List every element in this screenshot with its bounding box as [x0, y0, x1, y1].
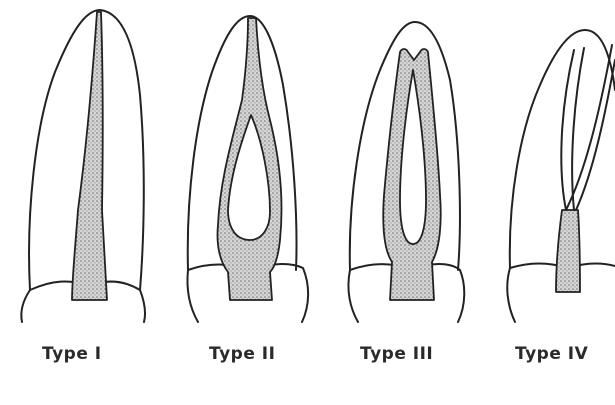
- canal-iv-right-branch-inner: [576, 60, 615, 210]
- tooth-i-base-left: [21, 290, 30, 322]
- tooth-type-iv: [507, 30, 615, 322]
- pulp-canal-iv: [556, 210, 580, 292]
- label-type-ii: Type II: [209, 344, 275, 364]
- tooth-iv-base-left: [507, 268, 515, 322]
- pulp-canal-i: [72, 12, 107, 300]
- tooth-type-ii: [187, 16, 308, 322]
- label-type-iv: Type IV: [515, 344, 588, 364]
- label-type-i: Type I: [42, 344, 102, 364]
- tooth-ii-base-left: [187, 270, 198, 322]
- tooth-type-i: [21, 10, 145, 322]
- tooth-iii-base-left: [348, 270, 358, 322]
- tooth-type-iii: [348, 22, 464, 322]
- canal-iv-left-branch-inner: [572, 48, 584, 210]
- label-type-iii: Type III: [360, 344, 433, 364]
